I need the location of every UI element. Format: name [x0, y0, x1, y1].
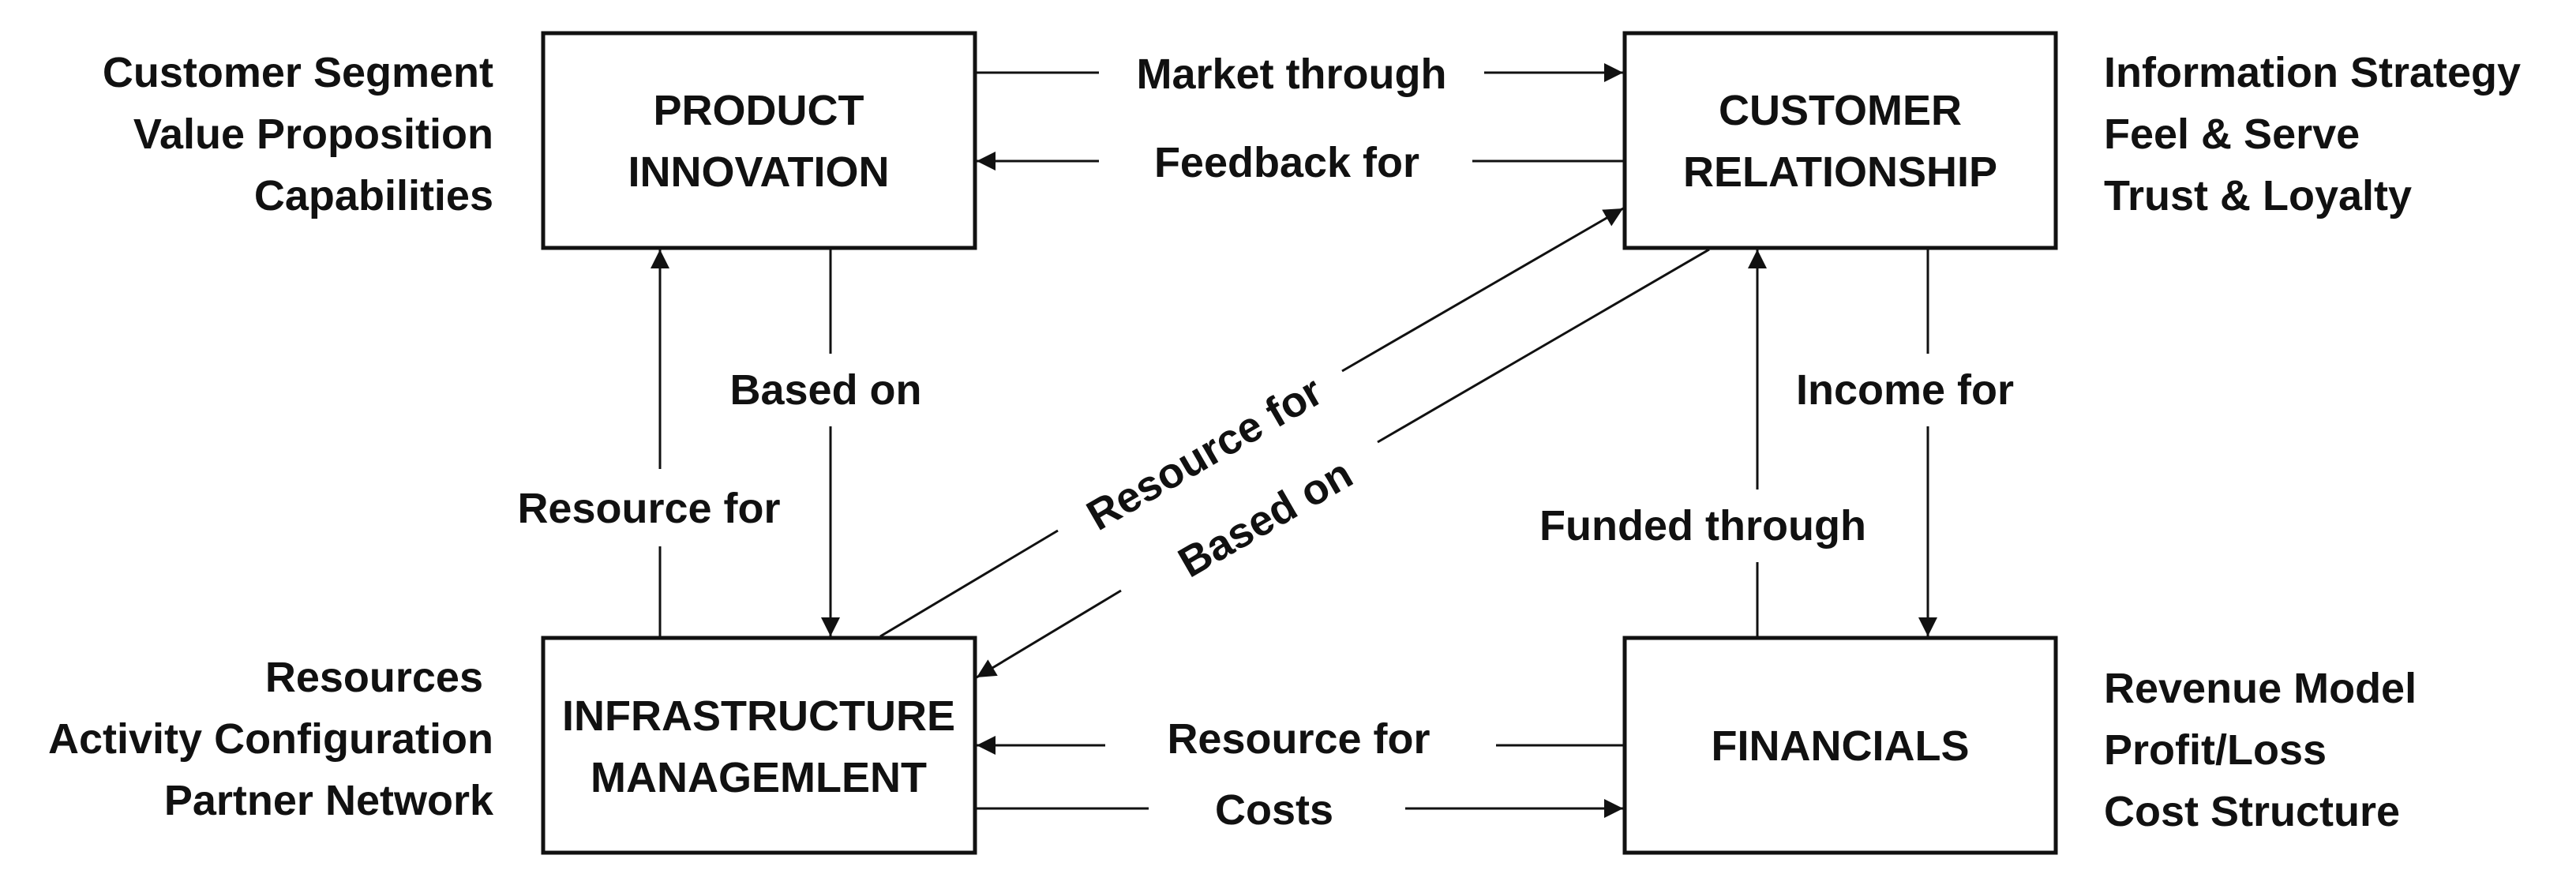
financials-title: FINANCIALS	[1712, 722, 1970, 770]
cr-side-label-1: Information Strategy	[2104, 49, 2521, 96]
cr-side-label-3: Trust & Loyalty	[2104, 172, 2412, 219]
funded-through-label: Funded through	[1539, 502, 1866, 550]
product-innovation-title-1: PRODUCT	[654, 87, 864, 134]
income-for-label: Income for	[1796, 366, 2014, 414]
based-on-diagonal-line-a	[1377, 248, 1710, 444]
product-innovation-title-2: INNOVATION	[628, 148, 890, 196]
customer-relationship-box	[1622, 31, 2058, 250]
based-on-diagonal-arrow	[976, 589, 1122, 679]
im-side-label-3: Partner Network	[164, 777, 494, 824]
im-side-label-1: Resources	[265, 654, 483, 701]
market-through-label: Market through	[1136, 51, 1446, 98]
resource-for-vertical-label: Resource for	[517, 485, 780, 532]
based-on-vertical-label: Based on	[729, 366, 921, 414]
fin-side-label-2: Profit/Loss	[2104, 726, 2327, 774]
product-innovation-box	[541, 31, 977, 250]
pi-side-label-3: Capabilities	[254, 172, 493, 219]
fin-side-label-3: Cost Structure	[2104, 788, 2400, 835]
feedback-for-label: Feedback for	[1154, 139, 1419, 186]
infrastructure-management-title-2: MANAGEMLENT	[591, 754, 927, 801]
costs-label: Costs	[1215, 786, 1333, 834]
cr-side-label-2: Feel & Serve	[2104, 111, 2360, 158]
pi-side-label-2: Value Proposition	[133, 111, 493, 158]
infrastructure-management-title-1: INFRASTRUCTURE	[562, 692, 955, 740]
financials-box	[1622, 636, 2058, 855]
resource-for-diagonal-arrow	[1341, 207, 1624, 373]
customer-relationship-title-2: RELATIONSHIP	[1683, 148, 1997, 196]
customer-relationship-title-1: CUSTOMER	[1719, 87, 1962, 134]
resource-for-diagonal-line-a	[879, 529, 1059, 638]
im-side-label-2: Activity Configuration	[48, 715, 493, 763]
resource-for-bottom-label: Resource for	[1167, 715, 1430, 763]
pi-side-label-1: Customer Segment	[103, 49, 493, 96]
infrastructure-management-box	[541, 636, 977, 855]
fin-side-label-1: Revenue Model	[2104, 665, 2417, 712]
